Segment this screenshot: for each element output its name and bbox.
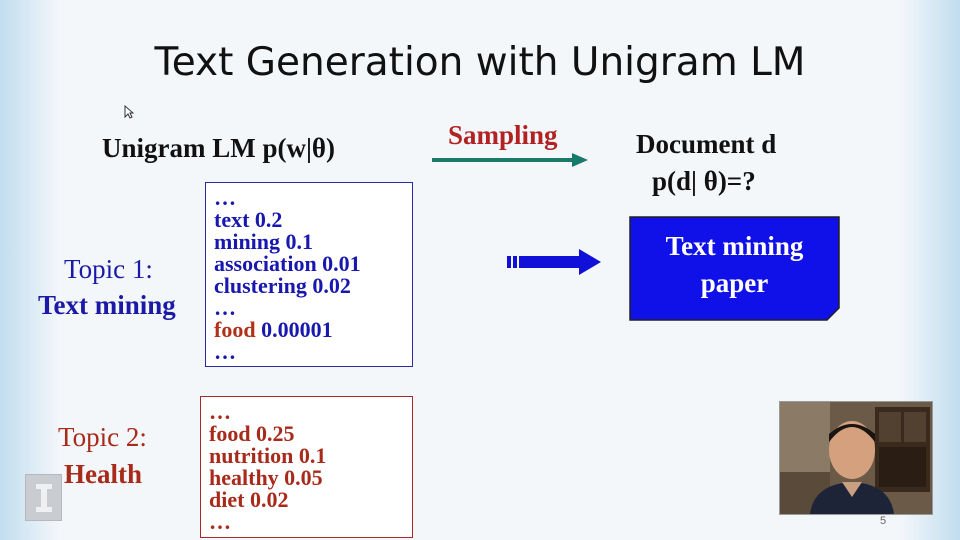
list-item: … xyxy=(209,399,231,424)
food-word: food xyxy=(214,317,256,342)
list-item: mining 0.1 xyxy=(214,229,314,254)
topic1-name: Text mining xyxy=(38,290,176,320)
list-item-food: food 0.00001 xyxy=(214,319,412,341)
topic1-distribution-box: … text 0.2 mining 0.1 association 0.01 c… xyxy=(205,182,413,367)
food-value: 0.00001 xyxy=(255,317,333,342)
document-box-line2: paper xyxy=(700,268,769,298)
list-item: diet 0.02 xyxy=(209,487,289,512)
presenter-video-thumbnail xyxy=(779,401,933,515)
list-item: … xyxy=(214,295,236,320)
list-item: association 0.01 xyxy=(214,251,361,276)
list-item: … xyxy=(214,185,236,210)
background-decoration-left xyxy=(0,0,60,540)
list-item: food 0.25 xyxy=(209,421,295,446)
topic1-title: Topic 1: xyxy=(64,254,153,284)
page-number: 5 xyxy=(880,515,887,527)
document-box: Text mining paper xyxy=(629,216,840,321)
document-probability: p(d| θ)=? xyxy=(652,166,756,196)
mouse-cursor-icon xyxy=(124,105,134,119)
list-item: text 0.2 xyxy=(214,207,283,232)
document-heading: Document d xyxy=(636,129,777,159)
document-box-text: Text mining paper xyxy=(629,228,840,302)
topic2-distribution-box: … food 0.25 nutrition 0.1 healthy 0.05 d… xyxy=(200,396,413,538)
list-item: clustering 0.02 xyxy=(214,273,351,298)
sampling-arrow-icon xyxy=(432,153,588,167)
slide-title: Text Generation with Unigram LM xyxy=(154,40,806,85)
sampling-label: Sampling xyxy=(448,120,558,150)
generation-arrow-icon xyxy=(507,249,601,275)
list-item: … xyxy=(209,509,231,534)
list-item: nutrition 0.1 xyxy=(209,443,327,468)
unigram-heading: Unigram LM p(w|θ) xyxy=(102,133,336,163)
university-logo-icon xyxy=(25,474,62,521)
document-box-line1: Text mining xyxy=(665,231,804,261)
list-item: … xyxy=(214,339,236,364)
document-shape xyxy=(629,216,840,321)
list-item: healthy 0.05 xyxy=(209,465,323,490)
topic2-name: Health xyxy=(64,459,142,489)
topic2-title: Topic 2: xyxy=(58,422,147,452)
